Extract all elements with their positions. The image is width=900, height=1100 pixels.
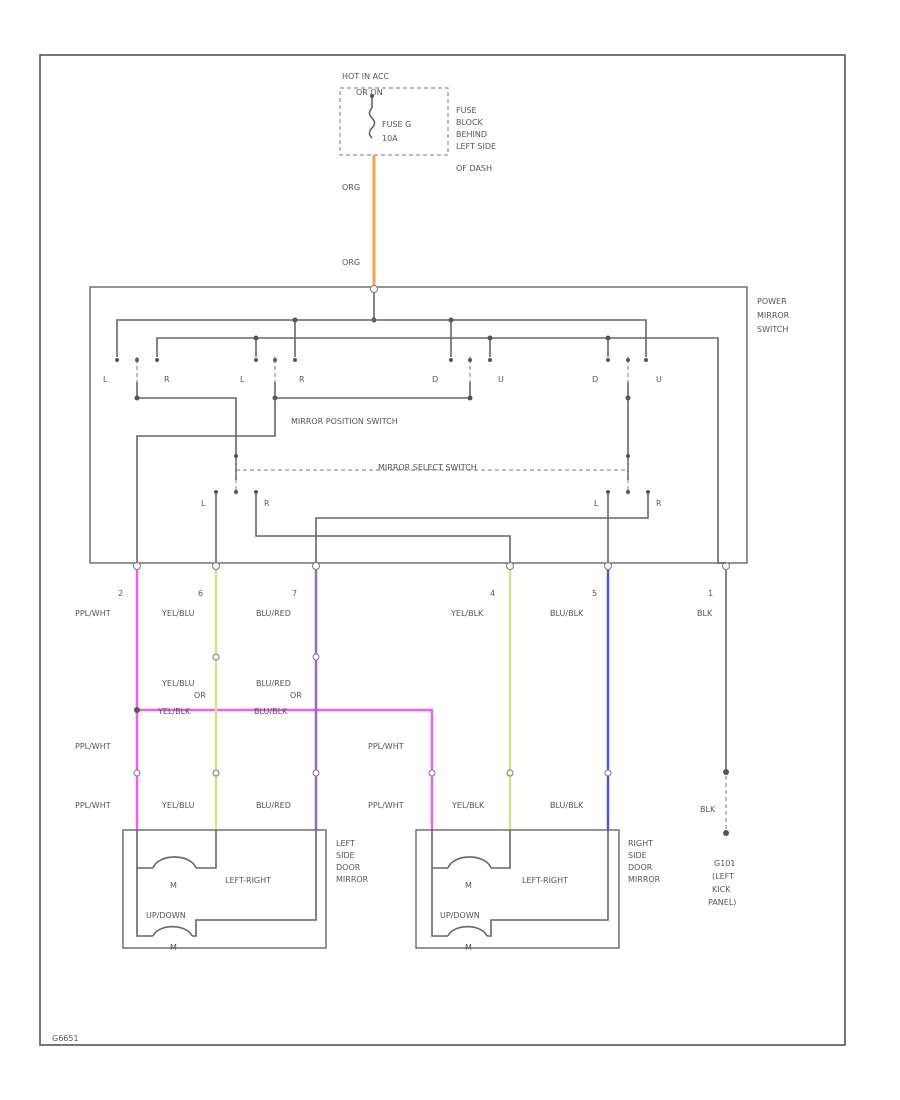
right-mirror: M LEFT-RIGHT UP/DOWN M RIGHT SIDE DOOR M… bbox=[415, 829, 661, 952]
alt-blu-b: BLU/BLK bbox=[254, 707, 288, 716]
pos-contact-label-8: U bbox=[656, 375, 662, 384]
wire-label-mid-left: PPL/WHT bbox=[75, 742, 111, 751]
wire-label-top-6: BLK bbox=[697, 609, 713, 618]
fuse-location-line2: BLOCK bbox=[456, 118, 484, 127]
pin-6: 6 bbox=[198, 589, 203, 598]
right-mirror-label-3: DOOR bbox=[628, 863, 653, 872]
pos-contact-label-6: U bbox=[498, 375, 504, 384]
alt-yel-a: YEL/BLU bbox=[161, 679, 195, 688]
ground-label-line4: PANEL) bbox=[708, 898, 736, 907]
left-mirror-label-3: DOOR bbox=[336, 863, 361, 872]
sel-contact-label-2: R bbox=[264, 499, 270, 508]
sel-contact-label-1: L bbox=[201, 499, 206, 508]
switch-pins bbox=[133, 562, 730, 570]
pos-contact-label-4: R bbox=[299, 375, 305, 384]
pin-2: 2 bbox=[118, 589, 123, 598]
wire-label-top-5: BLU/BLK bbox=[550, 609, 584, 618]
wire-label-top-3: BLU/RED bbox=[256, 609, 291, 618]
wire-label-bottom-2: YEL/BLU bbox=[161, 801, 195, 810]
right-mirror-label-1: RIGHT bbox=[628, 839, 653, 848]
right-ud-label: UP/DOWN bbox=[440, 911, 480, 920]
left-lr-motor: M bbox=[170, 881, 177, 890]
right-lr-motor: M bbox=[465, 881, 472, 890]
pin-7: 7 bbox=[292, 589, 297, 598]
left-mirror-outline bbox=[122, 829, 327, 949]
fuse-rating: 10A bbox=[382, 134, 398, 143]
right-mirror-outline bbox=[415, 829, 620, 949]
ground-label-line1: G101 bbox=[714, 859, 735, 868]
pin-5: 5 bbox=[592, 589, 597, 598]
pos-contact-label-1: L bbox=[103, 375, 108, 384]
left-lr-label: LEFT-RIGHT bbox=[225, 876, 271, 885]
pin-4: 4 bbox=[490, 589, 495, 598]
left-ud-motor: M bbox=[170, 943, 177, 952]
hot-in-acc-label: HOT IN ACC bbox=[342, 72, 390, 81]
feed-wire-label-top: ORG bbox=[342, 183, 360, 192]
switch-title-line2: MIRROR bbox=[757, 311, 790, 320]
right-mirror-label-2: SIDE bbox=[628, 851, 647, 860]
pos-contact-label-7: D bbox=[592, 375, 598, 384]
alt-blu-a: BLU/RED bbox=[256, 679, 291, 688]
sel-contact-label-4: R bbox=[656, 499, 662, 508]
fuse-location-line1: FUSE bbox=[456, 106, 477, 115]
feed-wire-label-bottom: ORG bbox=[342, 258, 360, 267]
ground-label-line3: KICK bbox=[712, 885, 731, 894]
mirror-position-switch-label: MIRROR POSITION SWITCH bbox=[291, 417, 398, 426]
left-mirror-label-4: MIRROR bbox=[336, 875, 369, 884]
wire-label-bottom-5: YEL/BLK bbox=[451, 801, 485, 810]
wire-label-bottom-6: BLU/BLK bbox=[550, 801, 584, 810]
pos-contact-label-3: L bbox=[240, 375, 245, 384]
right-mirror-label-4: MIRROR bbox=[628, 875, 661, 884]
mirror-select-switch-label: MIRROR SELECT SWITCH bbox=[378, 463, 477, 472]
fuse-location-line4: LEFT SIDE bbox=[456, 142, 496, 151]
fuse-name: FUSE G bbox=[382, 120, 411, 129]
wire-label-top-2: YEL/BLU bbox=[161, 609, 195, 618]
right-ud-motor: M bbox=[465, 943, 472, 952]
ground-label-line2: (LEFT bbox=[712, 872, 734, 881]
pin-1: 1 bbox=[708, 589, 713, 598]
fuse-location-line5: OF DASH bbox=[456, 164, 492, 173]
wire-harness bbox=[133, 570, 729, 836]
wire-label-bottom-1: PPL/WHT bbox=[75, 801, 111, 810]
wire-label-mid-right: PPL/WHT bbox=[368, 742, 404, 751]
left-mirror: M LEFT-RIGHT UP/DOWN M LEFT SIDE DOOR MI… bbox=[122, 829, 369, 952]
position-contacts bbox=[115, 357, 648, 382]
left-mirror-label-2: SIDE bbox=[336, 851, 355, 860]
left-mirror-label-1: LEFT bbox=[336, 839, 355, 848]
fuse-block-outline bbox=[339, 87, 449, 156]
wire-label-bottom-4: PPL/WHT bbox=[368, 801, 404, 810]
right-lr-label: LEFT-RIGHT bbox=[522, 876, 568, 885]
switch-outline bbox=[89, 286, 748, 564]
or-on-label: OR ON bbox=[356, 88, 383, 97]
footer-code: G6651 bbox=[52, 1034, 79, 1043]
wire-label-top-4: YEL/BLK bbox=[450, 609, 484, 618]
wire-label-bottom-3: BLU/RED bbox=[256, 801, 291, 810]
switch-title-line1: POWER bbox=[757, 297, 787, 306]
pos-contact-label-2: R bbox=[164, 375, 170, 384]
pos-contact-label-5: D bbox=[432, 375, 438, 384]
page-frame bbox=[39, 54, 846, 1046]
alt-blu-or: OR bbox=[290, 691, 302, 700]
alt-yel-b: YEL/BLK bbox=[157, 707, 191, 716]
sel-contact-label-3: L bbox=[594, 499, 599, 508]
switch-title-line3: SWITCH bbox=[757, 325, 788, 334]
wire-label-top-1: PPL/WHT bbox=[75, 609, 111, 618]
ground-wire-label: BLK bbox=[700, 805, 716, 814]
wire-ppl-wht-cross bbox=[137, 708, 434, 830]
fuse-location-line3: BEHIND bbox=[456, 130, 487, 139]
alt-yel-or: OR bbox=[194, 691, 206, 700]
fuse-block: HOT IN ACC OR ON FUSE G 10A FUSE BLOCK B… bbox=[339, 72, 496, 173]
left-ud-label: UP/DOWN bbox=[146, 911, 186, 920]
power-mirror-switch: POWER MIRROR SWITCH bbox=[89, 285, 790, 564]
